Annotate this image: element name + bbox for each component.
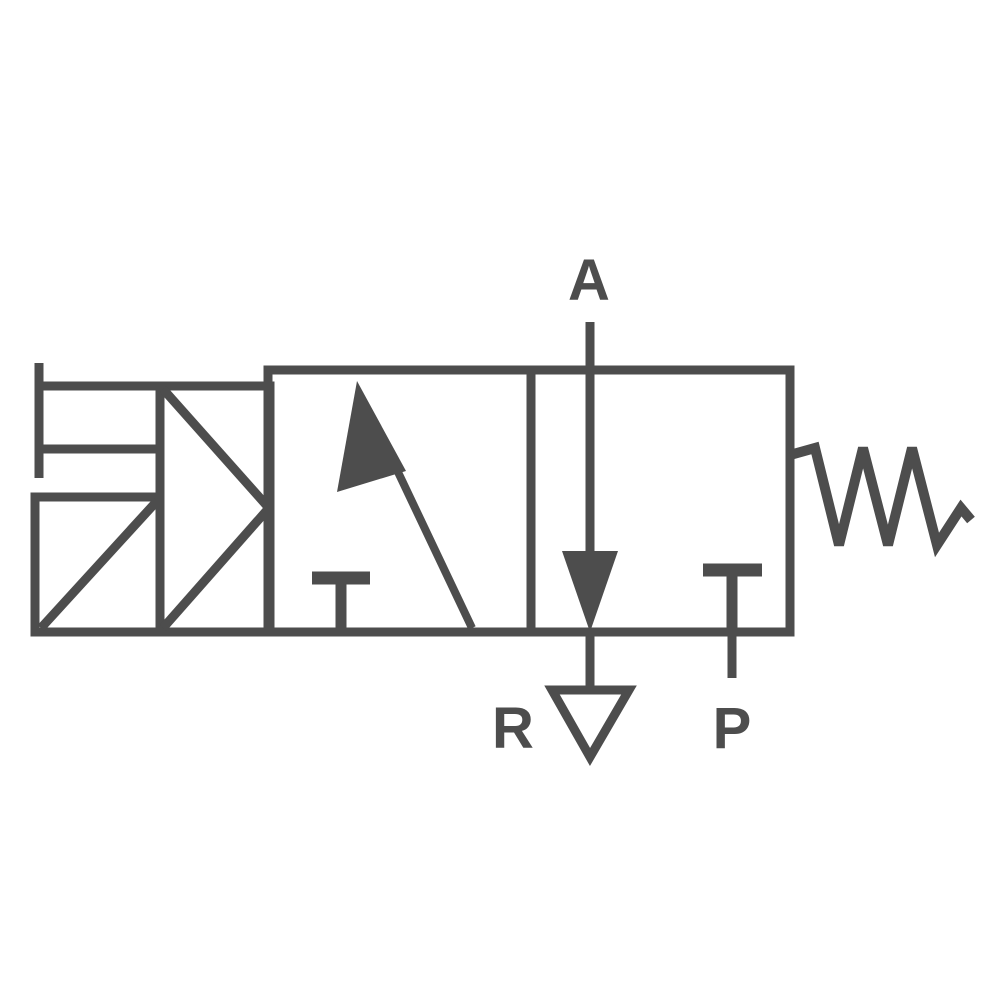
a-to-r-arrowhead [562, 551, 618, 632]
port-r-label: R [492, 696, 534, 761]
valve-body-group [263, 365, 795, 637]
left-box-flow-arrow [337, 381, 476, 630]
port-connection-lines [585, 322, 737, 690]
right-box-blocked-port-t [703, 563, 762, 632]
port-p-label: P [713, 696, 752, 761]
port-a-label: A [568, 248, 610, 313]
diagonal-arrowhead [337, 381, 406, 492]
return-spring-zigzag [788, 441, 975, 558]
left-box-blocked-port-t [312, 571, 370, 632]
solenoid-diagonal-line [37, 497, 161, 632]
pilot-actuator-group [155, 381, 275, 637]
return-spring-group [788, 441, 975, 558]
solenoid-actuator-group [30, 363, 165, 637]
right-box-flow-arrow [562, 375, 618, 632]
exhaust-triangle-r [544, 685, 637, 767]
pilot-triangle-upper-edge [159, 386, 272, 510]
pilot-actuator-box [155, 381, 275, 637]
pilot-triangle-lower-edge [159, 506, 272, 631]
